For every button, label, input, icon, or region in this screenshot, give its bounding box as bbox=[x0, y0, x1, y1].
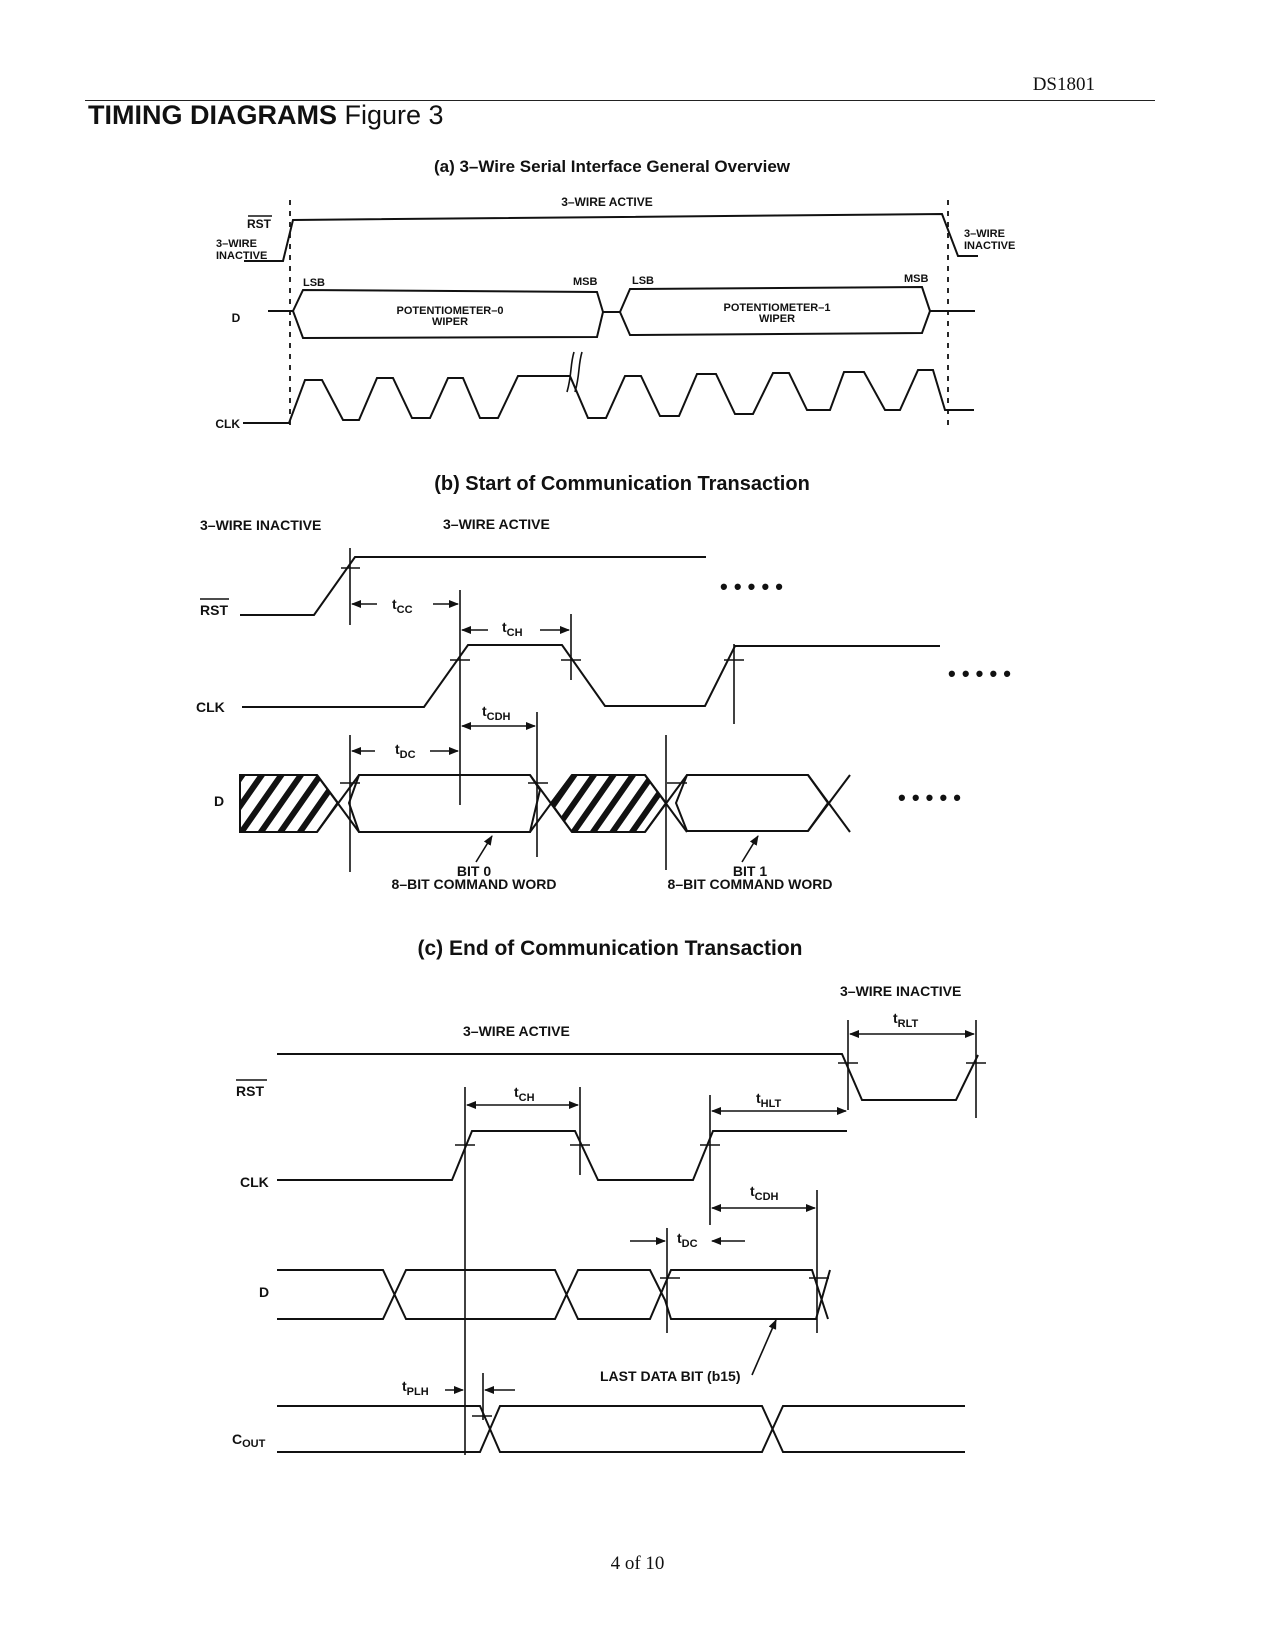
panel-a-rst-waveform bbox=[244, 212, 978, 262]
panel-b-d-label: D bbox=[214, 793, 224, 809]
panel-c-cout-waveform-a bbox=[277, 1405, 965, 1453]
panel-c-clk-waveform bbox=[277, 1130, 847, 1181]
panel-b-bit0-pointer bbox=[475, 835, 493, 863]
panel-a-pot0-label-2: WIPER bbox=[432, 316, 468, 328]
panel-a-inactive-left-1: 3–WIRE bbox=[216, 238, 257, 250]
panel-b-tdc-label: tDC bbox=[395, 741, 416, 761]
page-title: TIMING DIAGRAMS Figure 3 bbox=[88, 100, 444, 131]
panel-a-time-break-icon bbox=[566, 351, 583, 393]
page-title-bold: TIMING DIAGRAMS bbox=[88, 100, 337, 130]
trlt-subscript: RLT bbox=[898, 1018, 919, 1030]
panel-c-last-bit-pointer bbox=[751, 1319, 777, 1376]
panel-b-bit0-label-2: 8–BIT COMMAND WORD bbox=[392, 876, 557, 892]
panel-b-bit1-label-2: 8–BIT COMMAND WORD bbox=[668, 876, 833, 892]
panel-b-ellipsis-rst: • • • • • bbox=[720, 574, 783, 599]
panel-c-active-label: 3–WIRE ACTIVE bbox=[463, 1023, 570, 1039]
panel-b-bit1-label-1: BIT 1 bbox=[733, 863, 767, 879]
panel-c-rst-waveform bbox=[277, 1053, 979, 1101]
panel-b-tcdh-label: tCDH bbox=[482, 703, 511, 723]
t-symbol: t bbox=[392, 596, 397, 612]
panel-a-inactive-right-2: INACTIVE bbox=[964, 240, 1015, 252]
tdc-subscript: DC bbox=[400, 749, 416, 761]
panel-b-d-cross-4b bbox=[807, 774, 851, 832]
c-symbol: C bbox=[232, 1431, 242, 1447]
t-symbol: t bbox=[893, 1010, 898, 1026]
panel-b-rst-waveform bbox=[240, 556, 706, 616]
t-symbol: t bbox=[677, 1230, 682, 1246]
tcc-subscript: CC bbox=[397, 604, 413, 616]
tplh-subscript: PLH bbox=[407, 1386, 429, 1398]
panel-c-tch-label: tCH bbox=[514, 1084, 535, 1104]
panel-a-lsb1: LSB bbox=[632, 275, 654, 287]
panel-b-bit0-label-1: BIT 0 bbox=[457, 863, 491, 879]
panel-c-last-bit-label: LAST DATA BIT (b15) bbox=[600, 1368, 741, 1384]
t-symbol: t bbox=[482, 703, 487, 719]
panel-a-clk-waveform bbox=[243, 369, 974, 424]
panel-a-msb0: MSB bbox=[573, 276, 598, 288]
panel-c-clk-label: CLK bbox=[240, 1174, 269, 1190]
panel-c-cout-label: COUT bbox=[232, 1431, 266, 1450]
header-rule bbox=[85, 100, 1155, 101]
page-title-figure: Figure 3 bbox=[337, 100, 444, 130]
panel-b-rst-label: RST bbox=[200, 602, 228, 618]
panel-c-tdc-label: tDC bbox=[677, 1230, 698, 1250]
panel-b-ellipsis-d: • • • • • bbox=[898, 785, 961, 810]
document-id: DS1801 bbox=[1032, 74, 1095, 95]
thlt-subscript: HLT bbox=[761, 1098, 782, 1110]
panel-a-pot1-label-1: POTENTIOMETER–1 bbox=[724, 302, 831, 314]
panel-b-clk-waveform bbox=[242, 644, 940, 708]
page-number: 4 of 10 bbox=[610, 1553, 665, 1574]
panel-a-rst-label: RST bbox=[247, 217, 272, 231]
panel-b-tch-label: tCH bbox=[502, 619, 523, 639]
panel-c-tplh-label: tPLH bbox=[402, 1378, 429, 1398]
panel-b: (b) Start of Communication Transaction 3… bbox=[196, 473, 1011, 892]
panel-c-rst-label: RST bbox=[236, 1083, 264, 1099]
t-symbol: t bbox=[502, 619, 507, 635]
tcdh-subscript: CDH bbox=[755, 1191, 779, 1203]
panel-b-d-dont-care-2 bbox=[549, 774, 668, 833]
t-symbol: t bbox=[514, 1084, 519, 1100]
panel-b-tcc-label: tCC bbox=[392, 596, 413, 616]
tcdh-subscript: CDH bbox=[487, 711, 511, 723]
panel-c-inactive-label: 3–WIRE INACTIVE bbox=[840, 983, 961, 999]
panel-b-d-bit1 bbox=[674, 774, 830, 832]
panel-a-inactive-right-1: 3–WIRE bbox=[964, 228, 1005, 240]
t-symbol: t bbox=[750, 1183, 755, 1199]
panel-b-inactive-label: 3–WIRE INACTIVE bbox=[200, 517, 321, 533]
panel-c-cout-waveform-b bbox=[277, 1405, 965, 1453]
panel-c-trlt-label: tRLT bbox=[893, 1010, 919, 1030]
panel-a: (a) 3–Wire Serial Interface General Over… bbox=[215, 157, 1015, 431]
panel-c-d-waveform-top-to-bottom bbox=[277, 1269, 831, 1320]
panel-a-msb1: MSB bbox=[904, 273, 929, 285]
cout-subscript: OUT bbox=[242, 1438, 266, 1450]
panel-a-inactive-left-2: INACTIVE bbox=[216, 250, 267, 262]
panel-b-clk-label: CLK bbox=[196, 699, 225, 715]
panel-b-ellipsis-clk: • • • • • bbox=[948, 661, 1011, 686]
t-symbol: t bbox=[756, 1090, 761, 1106]
tch-subscript: CH bbox=[519, 1092, 535, 1104]
tch-subscript: CH bbox=[507, 627, 523, 639]
panel-a-lsb0: LSB bbox=[303, 277, 325, 289]
panel-b-d-bit0 bbox=[347, 774, 542, 833]
panel-c-d-label: D bbox=[259, 1284, 269, 1300]
panel-b-title: (b) Start of Communication Transaction bbox=[434, 473, 810, 495]
panel-c: (c) End of Communication Transaction 3–W… bbox=[232, 937, 986, 1455]
panel-b-active-label: 3–WIRE ACTIVE bbox=[443, 516, 550, 532]
panel-b-d-cross-1b bbox=[316, 774, 360, 833]
panel-a-clk-label: CLK bbox=[215, 417, 240, 431]
panel-c-d-waveform-bottom-to-top bbox=[277, 1269, 829, 1320]
t-symbol: t bbox=[395, 741, 400, 757]
panel-c-title: (c) End of Communication Transaction bbox=[417, 937, 802, 960]
panel-a-pot0-label-1: POTENTIOMETER–0 bbox=[397, 305, 504, 317]
panel-a-title: (a) 3–Wire Serial Interface General Over… bbox=[434, 157, 791, 176]
panel-a-active-label: 3–WIRE ACTIVE bbox=[561, 195, 653, 209]
panel-a-d-label: D bbox=[232, 311, 241, 325]
panel-b-bit1-pointer bbox=[741, 835, 759, 863]
panel-a-pot1-label-2: WIPER bbox=[759, 313, 795, 325]
t-symbol: t bbox=[402, 1378, 407, 1394]
tdc-subscript: DC bbox=[682, 1238, 698, 1250]
panel-c-thlt-label: tHLT bbox=[756, 1090, 782, 1110]
panel-c-tcdh-label: tCDH bbox=[750, 1183, 779, 1203]
